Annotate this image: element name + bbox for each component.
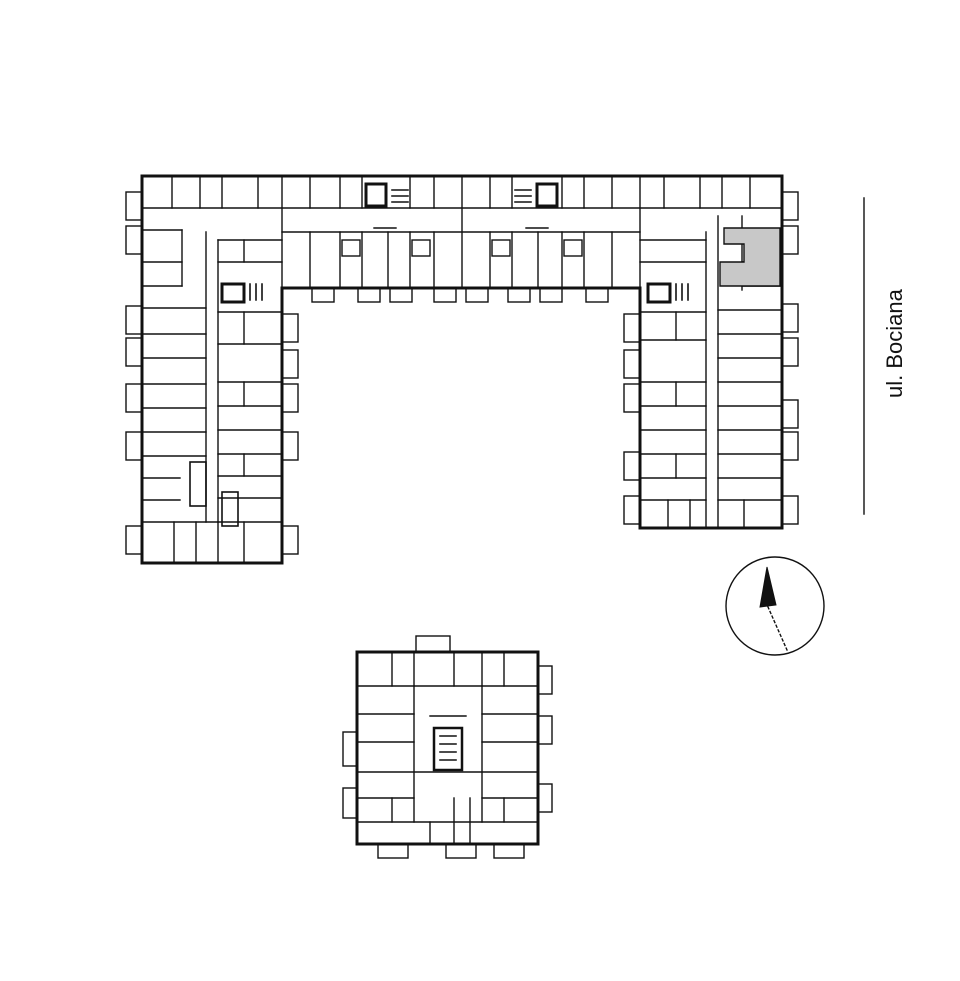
balconies (125, 191, 799, 555)
u-building (125, 174, 799, 565)
stair-icon (432, 726, 464, 772)
stair-icon (189, 182, 689, 527)
compass-icon (725, 556, 825, 656)
square-building (342, 635, 553, 859)
left-wing-rooms (141, 229, 283, 564)
top-wing-rooms (141, 175, 783, 289)
highlighted-apartment (719, 227, 781, 287)
right-wing-rooms (639, 215, 783, 529)
street-label: ul. Bociana (882, 289, 907, 398)
balconies (342, 635, 553, 859)
